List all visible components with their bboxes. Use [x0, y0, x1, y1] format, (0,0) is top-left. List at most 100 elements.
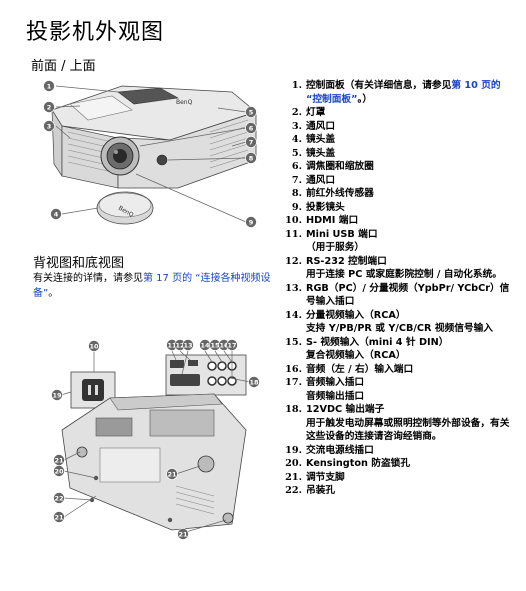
svg-text:20: 20	[54, 467, 64, 475]
callout-3: 3	[43, 120, 55, 132]
svg-text:12: 12	[175, 341, 184, 349]
callout-9: 9	[245, 216, 257, 228]
svg-text:21: 21	[54, 513, 64, 521]
part-item: 21. 调节支脚	[282, 471, 510, 485]
part-label: 12VDC 输出端子用于触发电动屏幕或照明控制等外部设备，有关这些设备的连接请咨…	[306, 404, 510, 443]
part-number: 21.	[285, 471, 302, 483]
part-number: 22.	[285, 485, 302, 496]
part-number: 17.	[285, 377, 302, 388]
part-item: 3. 通风口	[282, 120, 510, 134]
part-item: 7.通风口	[282, 174, 510, 188]
rear-view-note: 有关连接的详情，请参见第 17 页的 “连接各种视频设备”。	[33, 271, 278, 301]
part-item: 1. 控制面板（有关详细信息，请参见第 10 页的 “控制面板”。）	[282, 79, 510, 106]
part-number: 10.	[285, 215, 302, 226]
callout-1: 1	[43, 80, 55, 92]
part-number: 6.	[291, 161, 302, 172]
svg-text:5: 5	[249, 108, 254, 116]
callout-22: 22	[53, 492, 65, 504]
part-item: 22. 吊装孔	[282, 484, 510, 498]
part-sublabel: 用于触发电动屏幕或照明控制等外部设备，有关这些设备的连接请咨询经销商。	[306, 417, 510, 443]
callout-21: 21	[53, 511, 65, 523]
part-sublabel: 音频输出插口	[306, 390, 365, 402]
part-number: 2.	[291, 107, 302, 118]
callout-2: 2	[43, 101, 55, 113]
note-text: 有关连接的详情，请参见	[33, 273, 143, 284]
svg-text:17: 17	[227, 341, 236, 349]
svg-text:4: 4	[54, 210, 59, 218]
svg-text:8: 8	[249, 154, 254, 162]
part-number: 8.	[291, 188, 302, 199]
svg-text:3: 3	[47, 122, 52, 130]
part-item: 15. S- 视频输入（mini 4 针 DIN）复合视频输入（RCA）	[282, 336, 510, 363]
part-label: 通风口	[306, 120, 336, 132]
part-number: 18.	[285, 404, 302, 415]
callout-8: 8	[245, 152, 257, 164]
part-item: 9.投影镜头	[282, 201, 510, 215]
part-label: 音频输入插口音频输出插口	[306, 376, 510, 403]
callout-7: 7	[245, 136, 257, 148]
front-brand-logo: BenQ	[176, 99, 193, 106]
part-item: 14. 分量视频输入（RCA）支持 Y/PB/PR 或 Y/CB/CR 视频信号输…	[282, 309, 510, 336]
part-label: HDMI 端口	[306, 215, 359, 226]
callout-21: 21	[166, 468, 178, 480]
part-number: 14.	[285, 309, 302, 321]
part-item: 16.音频（左 / 右）输入端口	[282, 363, 510, 377]
callout-6: 6	[245, 122, 257, 134]
callout-5: 5	[245, 106, 257, 118]
callout-4: 4	[50, 208, 62, 220]
part-label: 通风口	[306, 174, 336, 186]
front-projector-image: BenQ BenQ	[51, 85, 257, 225]
callout-17: 17	[226, 339, 238, 351]
part-label: 调节支脚	[306, 471, 345, 483]
svg-text:2: 2	[47, 103, 52, 111]
svg-text:16: 16	[219, 341, 229, 349]
part-number: 1.	[291, 80, 302, 91]
callout-19: 19	[51, 389, 63, 401]
part-item: 11.Mini USB 端口（用于服务）	[282, 228, 510, 255]
part-item: 10. HDMI 端口	[282, 214, 510, 228]
part-number: 13.	[285, 282, 302, 294]
part-label: 交流电源线插口	[306, 444, 374, 456]
callout-10: 10	[88, 340, 100, 352]
svg-text:1: 1	[47, 82, 52, 90]
part-label: S- 视频输入（mini 4 针 DIN）复合视频输入（RCA）	[306, 336, 510, 363]
part-sublabel: 支持 Y/PB/PR 或 Y/CB/CR 视频信号输入	[306, 323, 493, 334]
svg-text:21: 21	[178, 530, 188, 538]
part-label: 灯罩	[306, 107, 326, 118]
parts-list: 1. 控制面板（有关详细信息，请参见第 10 页的 “控制面板”。） 2. 灯罩 3. 通…	[282, 79, 510, 498]
svg-text:21: 21	[167, 470, 177, 478]
part-sublabel: 用于连接 PC 或家庭影院控制 / 自动化系统。	[306, 269, 502, 280]
part-link[interactable]: 第 10 页的 “控制面板”	[306, 80, 501, 105]
part-number: 5.	[291, 147, 302, 159]
page-title: 投影机外观图	[26, 20, 165, 45]
callout-13: 13	[182, 339, 194, 351]
part-item: 2. 灯罩	[282, 106, 510, 120]
part-label: 控制面板（有关详细信息，请参见第 10 页的 “控制面板”。）	[306, 80, 501, 105]
svg-text:19: 19	[52, 391, 62, 399]
svg-text:6: 6	[249, 124, 254, 132]
part-label: 前红外线传感器	[306, 188, 374, 199]
part-label: 镜头盖	[306, 134, 336, 145]
svg-text:21: 21	[54, 456, 64, 464]
part-label: Kensington 防盗锁孔	[306, 458, 411, 469]
part-label: 分量视频输入（RCA）支持 Y/PB/PR 或 Y/CB/CR 视频信号输入	[306, 309, 510, 336]
part-label: RGB（PC）/ 分量视频（YpbPr/ YCbCr）信号输入插口	[306, 282, 510, 308]
svg-text:9: 9	[249, 218, 254, 226]
part-label: 投影镜头	[306, 201, 345, 213]
part-item: 13. RGB（PC）/ 分量视频（YpbPr/ YCbCr）信号输入插口	[282, 282, 510, 309]
part-number: 15.	[285, 336, 302, 348]
part-item: 4.镜头盖	[282, 133, 510, 147]
note-link[interactable]: 第 17 页的 “连接各种视频设备”	[33, 273, 271, 299]
svg-text:22: 22	[54, 494, 63, 502]
part-item: 18. 12VDC 输出端子用于触发电动屏幕或照明控制等外部设备，有关这些设备的连…	[282, 403, 510, 444]
front-view-heading: 前面 / 上面	[31, 59, 96, 74]
part-label: 吊装孔	[306, 485, 336, 496]
part-number: 3.	[291, 120, 302, 132]
rear-view-heading: 背视图和底视图	[33, 256, 125, 271]
part-item: 5.镜头盖	[282, 147, 510, 161]
note-text-end: 。	[48, 288, 59, 299]
part-item: 6.调焦圈和缩放圈	[282, 160, 510, 174]
callout-21: 21	[53, 454, 65, 466]
